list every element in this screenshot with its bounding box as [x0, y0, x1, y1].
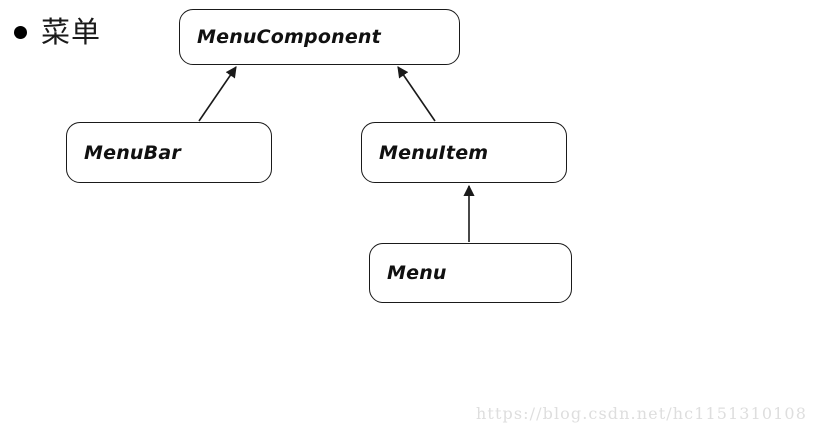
- class-node-menubar[interactable]: MenuBar: [66, 122, 272, 183]
- class-node-menuitem[interactable]: MenuItem: [361, 122, 567, 183]
- class-node-label: Menu: [387, 262, 447, 284]
- edge-menubar-to-menucomponent: [198, 66, 237, 122]
- class-node-menucomponent[interactable]: MenuComponent: [179, 9, 460, 65]
- edge-menuitem-to-menucomponent: [397, 66, 436, 122]
- heading: 菜单: [14, 18, 101, 47]
- class-node-label: MenuComponent: [197, 26, 381, 48]
- heading-label: 菜单: [41, 15, 102, 49]
- class-node-menu[interactable]: Menu: [369, 243, 572, 303]
- watermark: https://blog.csdn.net/hc1151310108: [476, 404, 807, 423]
- bullet-dot-icon: [14, 26, 27, 39]
- class-node-label: MenuBar: [84, 141, 181, 164]
- class-node-label: MenuItem: [379, 141, 489, 164]
